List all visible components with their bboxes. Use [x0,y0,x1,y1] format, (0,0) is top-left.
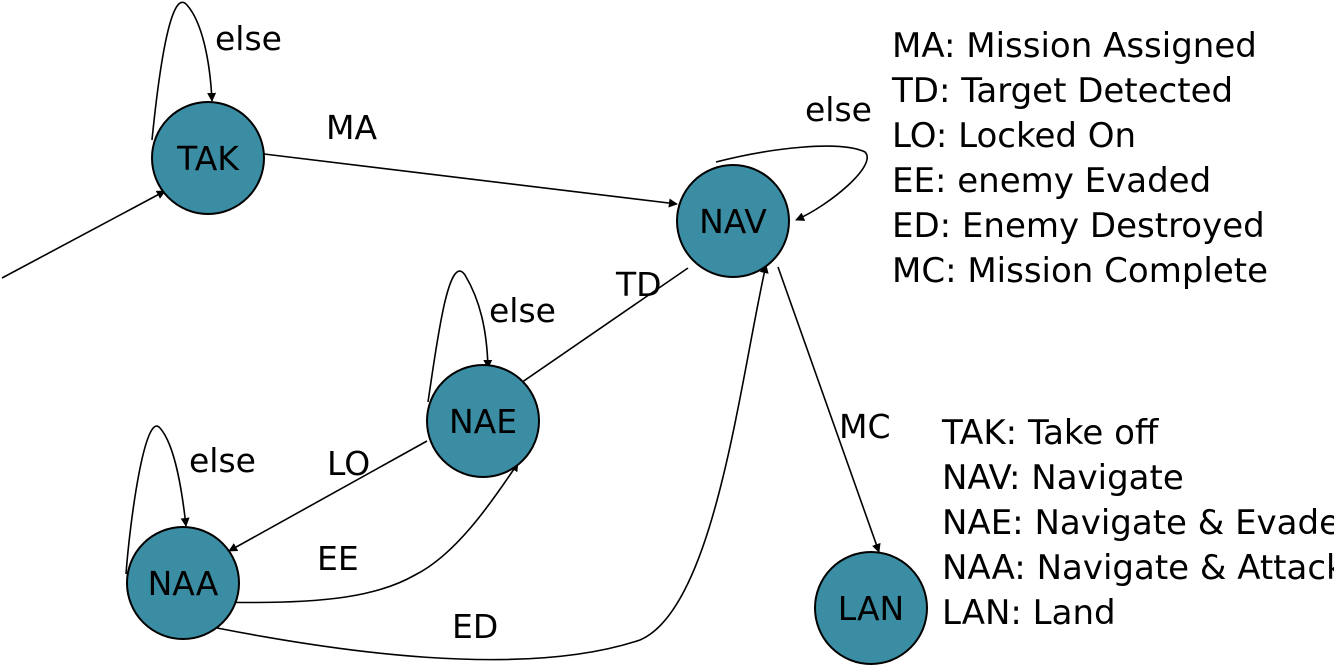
event-legend: MA: Mission Assigned TD: Target Detected… [892,24,1268,294]
event-legend-item: MC: Mission Complete [892,251,1269,291]
edge-naa-to-nae [213,462,519,604]
label-tak-self: else [215,19,282,58]
state-legend: TAK: Take off NAV: Navigate NAE: Navigat… [942,411,1334,636]
event-legend-item: MA: Mission Assigned [892,26,1257,66]
state-nav-label: NAV [699,202,767,241]
edge-start-to-tak [1,190,166,279]
edge-nae-to-naa [228,440,428,552]
event-legend-item: EE: enemy Evaded [892,161,1212,201]
state-lan-label: LAN [838,589,904,628]
state-naa-label: NAA [148,564,219,603]
label-naa-nav: ED [452,607,498,646]
state-legend-item: LAN: Land [942,593,1116,633]
edge-naa-to-nav [216,264,769,661]
label-nav-nae: TD [615,265,662,304]
edge-nav-to-nae [514,267,689,388]
edge-nav-to-lan [777,266,881,553]
label-naa-self: else [189,441,256,480]
edge-nav-self-loop [715,145,868,221]
label-nae-self: else [489,291,556,330]
state-legend-item: TAK: Take off [942,413,1159,453]
state-lan: LAN [814,551,928,665]
state-tak-label: TAK [176,139,240,178]
state-tak: TAK [151,101,265,215]
state-nae-label: NAE [449,402,517,441]
event-legend-item: ED: Enemy Destroyed [892,206,1265,246]
state-nav: NAV [676,164,790,278]
label-nav-lan: MC [839,407,891,446]
event-legend-item: LO: Locked On [892,116,1137,156]
state-legend-item: NAA: Navigate & Attack [942,548,1334,588]
event-legend-item: TD: Target Detected [892,71,1234,111]
label-nae-naa: LO [327,444,370,483]
state-naa: NAA [126,526,240,640]
state-nae: NAE [426,364,540,478]
state-legend-item: NAV: Navigate [942,458,1184,498]
edge-naa-self-loop [125,425,190,575]
edge-tak-self-loop [151,1,217,141]
state-legend-item: NAE: Navigate & Evade [942,503,1334,543]
label-naa-nae: EE [317,539,359,578]
label-tak-nav: MA [326,108,377,147]
edge-tak-to-nav [263,153,678,208]
label-nav-self: else [805,90,872,129]
edge-nae-self-loop [427,270,493,403]
